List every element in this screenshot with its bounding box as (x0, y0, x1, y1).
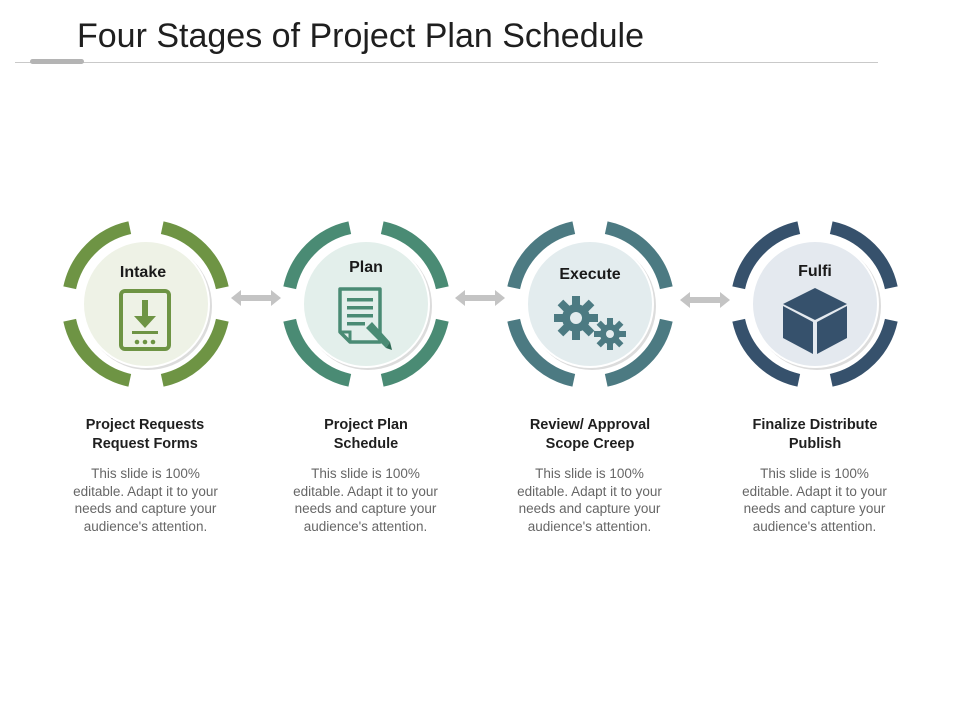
ring-segment (63, 221, 132, 290)
stage-label-intake: Intake (119, 264, 167, 281)
inner-disc (302, 240, 430, 368)
ring-segment (507, 221, 576, 290)
stage-label-plan: Plan (349, 259, 383, 276)
stage-description-intake: This slide is 100%editable. Adapt it to … (73, 466, 218, 534)
stage-description-plan: This slide is 100%editable. Adapt it to … (293, 466, 438, 534)
ring-segment (380, 318, 449, 387)
ring-segment (507, 318, 576, 387)
ring-segment (604, 221, 673, 290)
page-title: Four Stages of Project Plan Schedule (77, 17, 644, 55)
ring-segment (732, 221, 801, 290)
ring-segment (732, 318, 801, 387)
ring-segment (380, 221, 449, 290)
cube-icon (783, 288, 847, 354)
tablet-download-icon (119, 289, 171, 351)
ring-segment (63, 318, 132, 387)
stage-description-execute: This slide is 100%editable. Adapt it to … (517, 466, 662, 534)
connector-arrow-2 (455, 290, 505, 306)
gears-icon (554, 296, 626, 350)
ring-segment (283, 318, 352, 387)
ring-segment (604, 318, 673, 387)
document-pencil-icon (338, 287, 392, 350)
ring-segment (160, 318, 229, 387)
ring-segment (829, 221, 898, 290)
stage-description-fulfil: This slide is 100%editable. Adapt it to … (742, 466, 887, 534)
title-divider (15, 62, 878, 63)
ring-segment (283, 221, 352, 290)
ring-segment (160, 221, 229, 290)
ring-segment (829, 318, 898, 387)
stage-label-fulfil: Fulfi (798, 263, 832, 280)
connector-arrow-1 (231, 290, 281, 306)
title-accent-bar (30, 59, 84, 64)
connector-arrow-3 (680, 292, 730, 308)
stage-label-execute: Execute (559, 266, 621, 283)
